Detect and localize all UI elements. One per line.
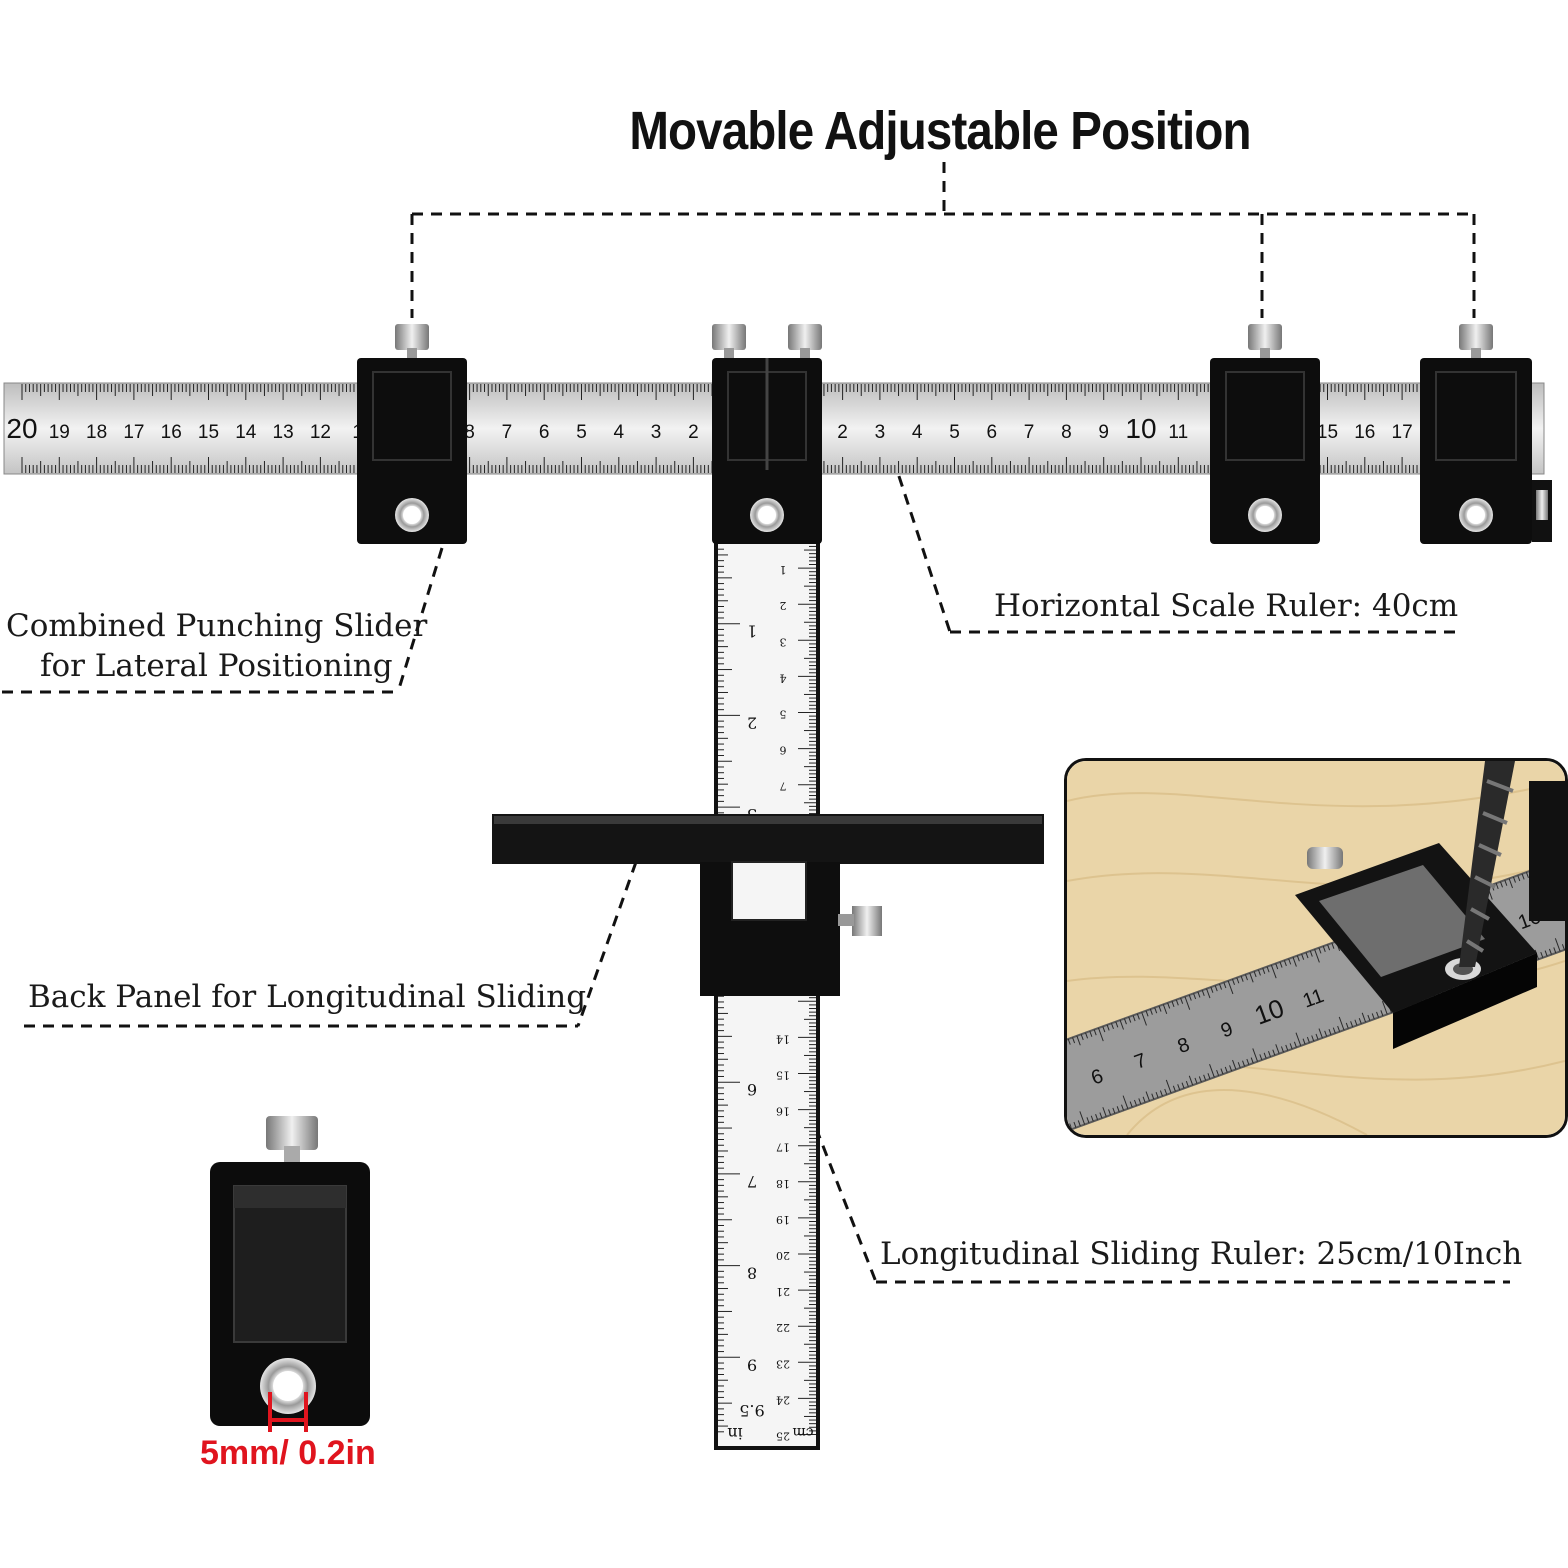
horizontal-tick-label: 6 bbox=[539, 422, 550, 443]
punching-slider-label-line1: Combined Punching Slider bbox=[6, 608, 428, 644]
vertical-cm-label: 4 bbox=[780, 671, 787, 684]
vertical-cm-label: 7 bbox=[780, 780, 787, 793]
vertical-cm-label: 20 bbox=[776, 1249, 790, 1262]
drill-bit-icon bbox=[1459, 761, 1515, 967]
horizontal-ruler-label: Horizontal Scale Ruler: 40cm bbox=[994, 588, 1459, 624]
horizontal-tick-label: 13 bbox=[273, 422, 294, 443]
vertical-inch-label: 7 bbox=[747, 1172, 757, 1191]
hole-dimension-marker bbox=[268, 1392, 308, 1432]
thumbscrew-icon bbox=[266, 1116, 318, 1150]
horizontal-tick-label: 2 bbox=[688, 422, 699, 443]
horizontal-tick-label: 6 bbox=[987, 422, 998, 443]
horizontal-tick-label: 12 bbox=[310, 422, 331, 443]
punching-slider bbox=[712, 324, 822, 544]
vertical-cm-label: 17 bbox=[776, 1141, 790, 1154]
horizontal-tick-label: 16 bbox=[1354, 422, 1375, 443]
vertical-cm-label: 6 bbox=[780, 744, 787, 757]
standalone-slider bbox=[210, 1116, 370, 1432]
back-panel bbox=[492, 814, 1044, 996]
leader-lines bbox=[2, 162, 1510, 1284]
vertical-inch-label: 2 bbox=[747, 713, 757, 732]
vertical-inch-label: 8 bbox=[747, 1264, 757, 1283]
horizontal-tick-label: 17 bbox=[1392, 422, 1413, 443]
hole-size-caption: 5mm/ 0.2in bbox=[200, 1434, 376, 1472]
vertical-inch-label: 9 bbox=[747, 1355, 757, 1374]
vertical-inch-label: 1 bbox=[747, 622, 757, 641]
horizontal-tick-label: 4 bbox=[614, 422, 625, 443]
vertical-inch-label: 6 bbox=[747, 1080, 757, 1099]
thumbscrew-icon bbox=[852, 906, 882, 936]
horizontal-tick-label: 2 bbox=[837, 422, 848, 443]
vertical-cm-label: 23 bbox=[776, 1357, 790, 1370]
horizontal-tick-label: 9 bbox=[1098, 422, 1109, 443]
thumbscrew-icon bbox=[1248, 324, 1282, 350]
vertical-cm-label: 2 bbox=[780, 599, 787, 612]
horizontal-tick-label: 16 bbox=[161, 422, 182, 443]
vertical-cm-label: 3 bbox=[780, 635, 787, 648]
horizontal-tick-label: 19 bbox=[49, 422, 70, 443]
vertical-cm-label: 18 bbox=[776, 1177, 790, 1190]
vertical-cm-label: 21 bbox=[776, 1285, 790, 1298]
thumbscrew-icon bbox=[712, 324, 746, 350]
vertical-cm-label: 24 bbox=[776, 1393, 790, 1406]
horizontal-tick-label: 3 bbox=[875, 422, 886, 443]
punching-slider-label-line2: for Lateral Positioning bbox=[40, 648, 393, 684]
back-panel-label: Back Panel for Longitudinal Sliding bbox=[28, 979, 587, 1015]
horizontal-tick-label: 18 bbox=[86, 422, 107, 443]
vertical-cm-label: 15 bbox=[776, 1069, 790, 1082]
usage-photo-inset: 6789101113141617 bbox=[1064, 758, 1568, 1138]
horizontal-tick-label: 3 bbox=[651, 422, 662, 443]
horizontal-tick-label: 15 bbox=[198, 422, 219, 443]
punching-slider bbox=[1420, 324, 1552, 544]
thumbscrew-icon bbox=[1307, 847, 1343, 869]
horizontal-tick-label: 20 bbox=[6, 413, 37, 444]
horizontal-tick-label: 4 bbox=[912, 422, 923, 443]
vertical-cm-label: 16 bbox=[776, 1105, 790, 1118]
thumbscrew-icon bbox=[788, 324, 822, 350]
horizontal-tick-label: 10 bbox=[1125, 413, 1156, 444]
horizontal-tick-label: 8 bbox=[1061, 422, 1072, 443]
horizontal-tick-label: 17 bbox=[123, 422, 144, 443]
horizontal-tick-label: 5 bbox=[949, 422, 960, 443]
vertical-cm-unit: cm bbox=[792, 1424, 813, 1440]
vertical-cm-label: 5 bbox=[780, 708, 787, 721]
thumbscrew-icon bbox=[395, 324, 429, 350]
thumbscrew-icon bbox=[1459, 324, 1493, 350]
horizontal-tick-label: 8 bbox=[464, 422, 475, 443]
vertical-cm-label: 14 bbox=[776, 1032, 790, 1045]
horizontal-tick-label: 14 bbox=[235, 422, 257, 443]
vertical-inch-label: 9.5 bbox=[739, 1401, 764, 1420]
vertical-cm-label: 19 bbox=[776, 1213, 790, 1226]
vertical-cm-label: 22 bbox=[776, 1321, 790, 1334]
longitudinal-ruler-label: Longitudinal Sliding Ruler: 25cm/10Inch bbox=[880, 1236, 1523, 1272]
vertical-cm-label: 25 bbox=[776, 1430, 790, 1443]
punching-slider bbox=[357, 324, 467, 544]
punching-slider bbox=[1210, 324, 1320, 544]
horizontal-tick-label: 7 bbox=[502, 422, 513, 443]
page-title: Movable Adjustable Position bbox=[629, 101, 1251, 161]
vertical-cm-label: 1 bbox=[780, 563, 787, 576]
horizontal-tick-label: 15 bbox=[1317, 422, 1338, 443]
horizontal-tick-label: 11 bbox=[1168, 422, 1188, 443]
vertical-inch-unit: in bbox=[727, 1424, 742, 1443]
horizontal-tick-label: 7 bbox=[1024, 422, 1035, 443]
horizontal-tick-label: 5 bbox=[576, 422, 587, 443]
